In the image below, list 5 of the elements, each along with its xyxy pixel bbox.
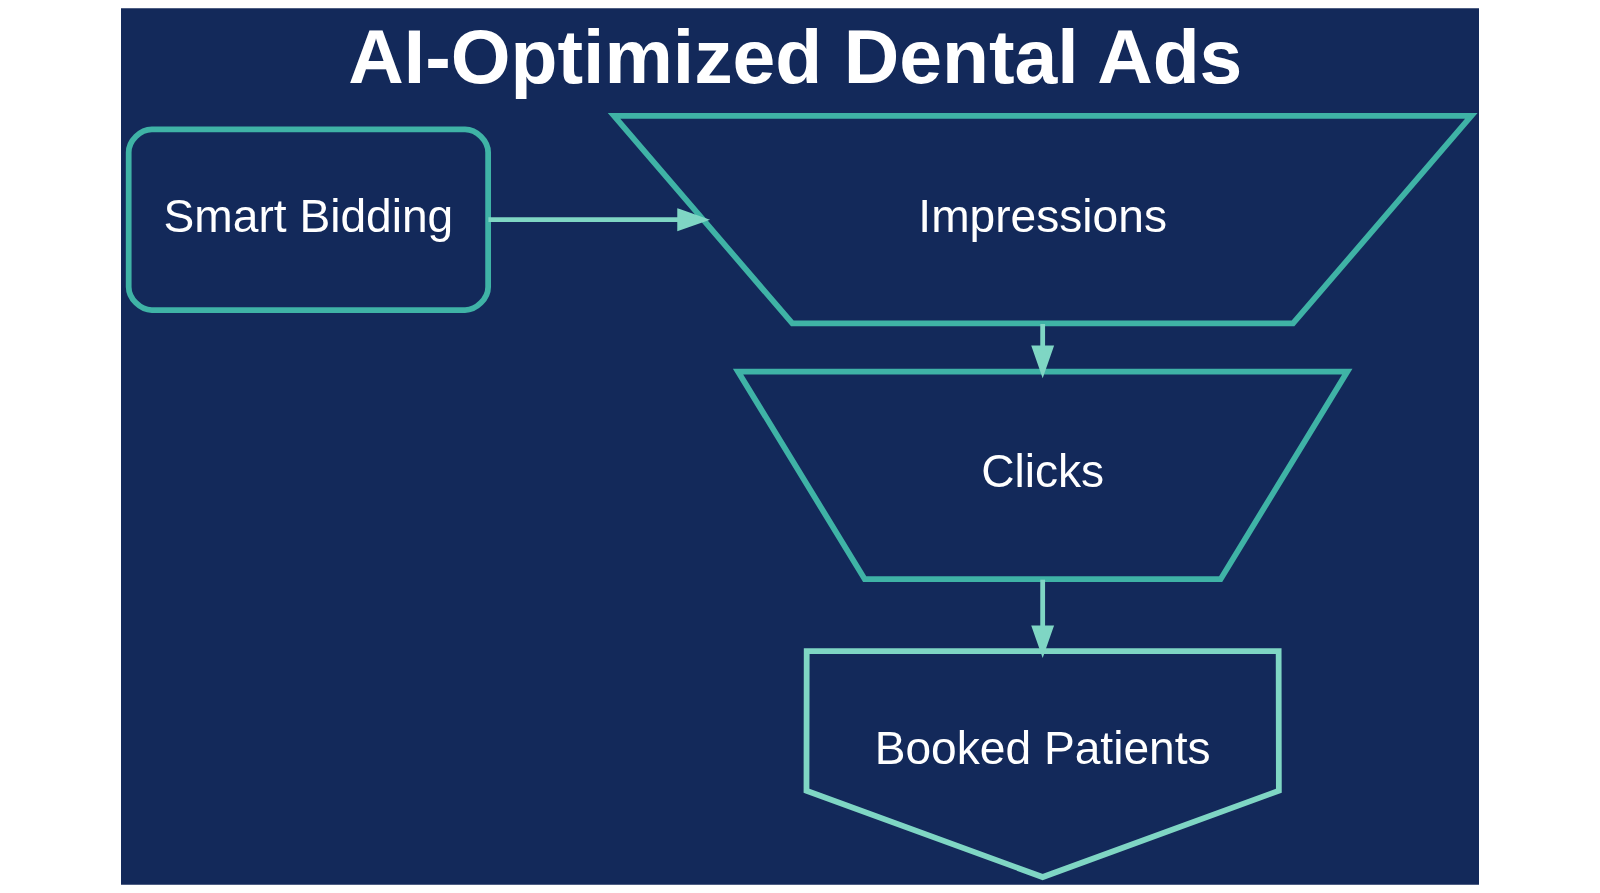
node-box: Smart Bidding — [125, 126, 491, 313]
arrow — [488, 208, 710, 232]
arrow — [1031, 579, 1055, 659]
arrow — [1031, 324, 1055, 379]
diagram-title: AI-Optimized Dental Ads — [348, 13, 1243, 100]
